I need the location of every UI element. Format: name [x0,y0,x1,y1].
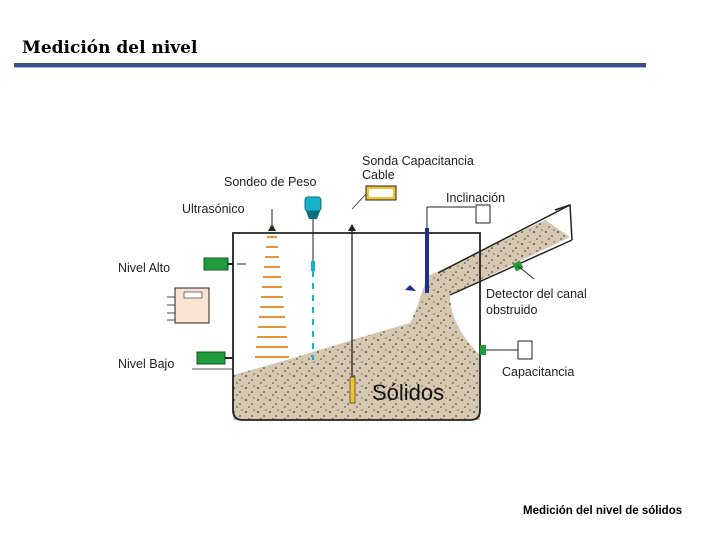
label-sonda-capacitancia: Sonda Capacitancia [362,154,474,168]
label-detector: Detector del canal [486,287,587,301]
high-level-sensor [203,257,229,271]
label-sondeo-peso: Sondeo de Peso [224,175,316,189]
slide-caption: Medición del nivel de sólidos [523,505,683,517]
low-level-sensor [196,351,226,365]
label-obstruido: obstruido [486,303,537,317]
chute-wall-lower [449,239,573,296]
label-solidos: Sólidos [372,380,444,405]
label-ultrasonico: Ultrasónico [182,202,245,216]
weight-probe-motor [304,196,322,212]
tilt-probe [425,228,429,293]
title-underline-light [14,67,646,68]
chute-wall-upper [437,204,571,274]
label-cable: Cable [362,168,395,182]
label-inclinacion: Inclinación [446,191,505,205]
ultrasonic-sensor [268,224,276,231]
title-underline [14,63,646,67]
label-nivel-alto: Nivel Alto [118,261,170,275]
ultrasonic-beam [255,236,289,358]
weight-probe-bob [311,261,315,271]
chute-end [554,203,573,241]
label-capacitancia: Capacitancia [502,365,574,379]
capacitance-sensor [480,345,486,355]
label-nivel-bajo: Nivel Bajo [118,357,174,371]
tank-outline [232,232,481,421]
level-measurement-diagram: Sondeo de Peso Sonda Capacitancia Cable … [118,154,587,421]
solids-pile [233,220,570,420]
capacitance-cable-weight [349,376,356,404]
slide-title: Medición del nivel [22,38,198,58]
capacitance-switch-box [517,340,533,360]
tilt-switch-box [475,204,491,224]
